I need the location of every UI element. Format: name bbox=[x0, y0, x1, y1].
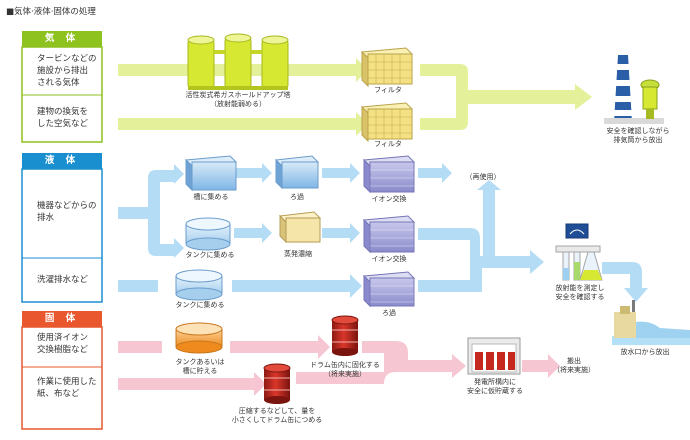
liquid-section bbox=[21, 155, 690, 345]
stack-label: 安全を確認しながら 排気筒から放出 bbox=[606, 127, 670, 144]
liquid-header: 液 体 bbox=[22, 153, 102, 169]
gas-header: 気 体 bbox=[22, 31, 102, 47]
discharge-outlet-label: 放水口から放出 bbox=[620, 348, 670, 356]
tank-collect-label-1: 槽に集める bbox=[193, 193, 229, 201]
collection-tank-icon bbox=[184, 155, 238, 192]
filtration-icon bbox=[274, 155, 320, 190]
gas-section bbox=[21, 33, 664, 143]
storage-building-label: 発電所構内に 安全に仮貯蔵する bbox=[467, 378, 523, 395]
carry-out-label: 搬出 （将来実施） bbox=[553, 357, 595, 374]
filter-icon-2 bbox=[360, 102, 414, 143]
filtration-label-1: ろ過 bbox=[290, 193, 304, 201]
evaporator-icon bbox=[278, 211, 322, 244]
charcoal-tower-label: 活性炭式希ガスホールドアップ塔 （放射能弱める） bbox=[185, 91, 291, 108]
ion-exchange-icon bbox=[362, 155, 416, 194]
discharge-outlet-icon bbox=[612, 300, 690, 345]
tank-store-label: タンクあるいは 槽に貯える bbox=[175, 358, 225, 375]
reuse-label: （再使用） bbox=[465, 173, 501, 181]
filter-icon bbox=[360, 47, 414, 88]
exhaust-stack-icon bbox=[604, 55, 664, 124]
solid-source-box bbox=[21, 326, 103, 430]
charcoal-tower-icon bbox=[187, 33, 289, 90]
solid-source-resin: 使用済イオン 交換樹脂など bbox=[37, 333, 89, 355]
laundry-tank-icon bbox=[175, 269, 223, 301]
gas-source-ventilation: 建物の換気を した空気など bbox=[37, 107, 89, 129]
measure-label: 放射能を測定し 安全を確認する bbox=[555, 284, 605, 301]
diagram-title: ■気体·液体·固体の処理 bbox=[6, 7, 96, 17]
tank-icon bbox=[185, 217, 231, 251]
storage-building-icon bbox=[467, 337, 521, 375]
gas-source-turbine: タービンなどの 施設から排出 される気体 bbox=[37, 54, 97, 88]
liquid-source-equipment: 機器などからの 排水 bbox=[37, 201, 97, 223]
filtration-icon-2 bbox=[362, 271, 416, 308]
liquid-arrows bbox=[118, 163, 648, 302]
drum-icon bbox=[331, 315, 359, 356]
filter-label-2: フィルタ bbox=[374, 140, 402, 148]
evaporation-label: 蒸発濃縮 bbox=[284, 250, 312, 258]
ion-exchange-label-2: イオン交換 bbox=[371, 255, 407, 263]
solid-source-paper: 作業に使用した 紙、布など bbox=[37, 377, 97, 399]
filtration-label-2: ろ過 bbox=[382, 309, 396, 317]
solid-section bbox=[21, 315, 560, 430]
storage-tank-icon bbox=[175, 322, 223, 354]
tank-collect-label-2: タンクに集める bbox=[185, 251, 235, 259]
compress-label: 圧縮するなどして、量を 小さくしてドラム缶につめる bbox=[231, 407, 323, 424]
liquid-source-laundry: 洗濯排水など bbox=[37, 275, 89, 285]
measurement-icon bbox=[555, 223, 603, 281]
filter-label-1: フィルタ bbox=[374, 86, 402, 94]
solid-arrows bbox=[118, 335, 560, 396]
drum-icon-2 bbox=[263, 363, 291, 404]
ion-exchange-icon-2 bbox=[362, 215, 416, 254]
solid-header: 固 体 bbox=[22, 311, 102, 327]
liquid-source-box bbox=[21, 168, 103, 303]
ion-exchange-label-1: イオン交換 bbox=[371, 195, 407, 203]
drum-solidify-label: ドラム缶内に固化する （将来実施） bbox=[310, 361, 380, 378]
tank-collect-label-3: タンクに集める bbox=[175, 301, 225, 309]
